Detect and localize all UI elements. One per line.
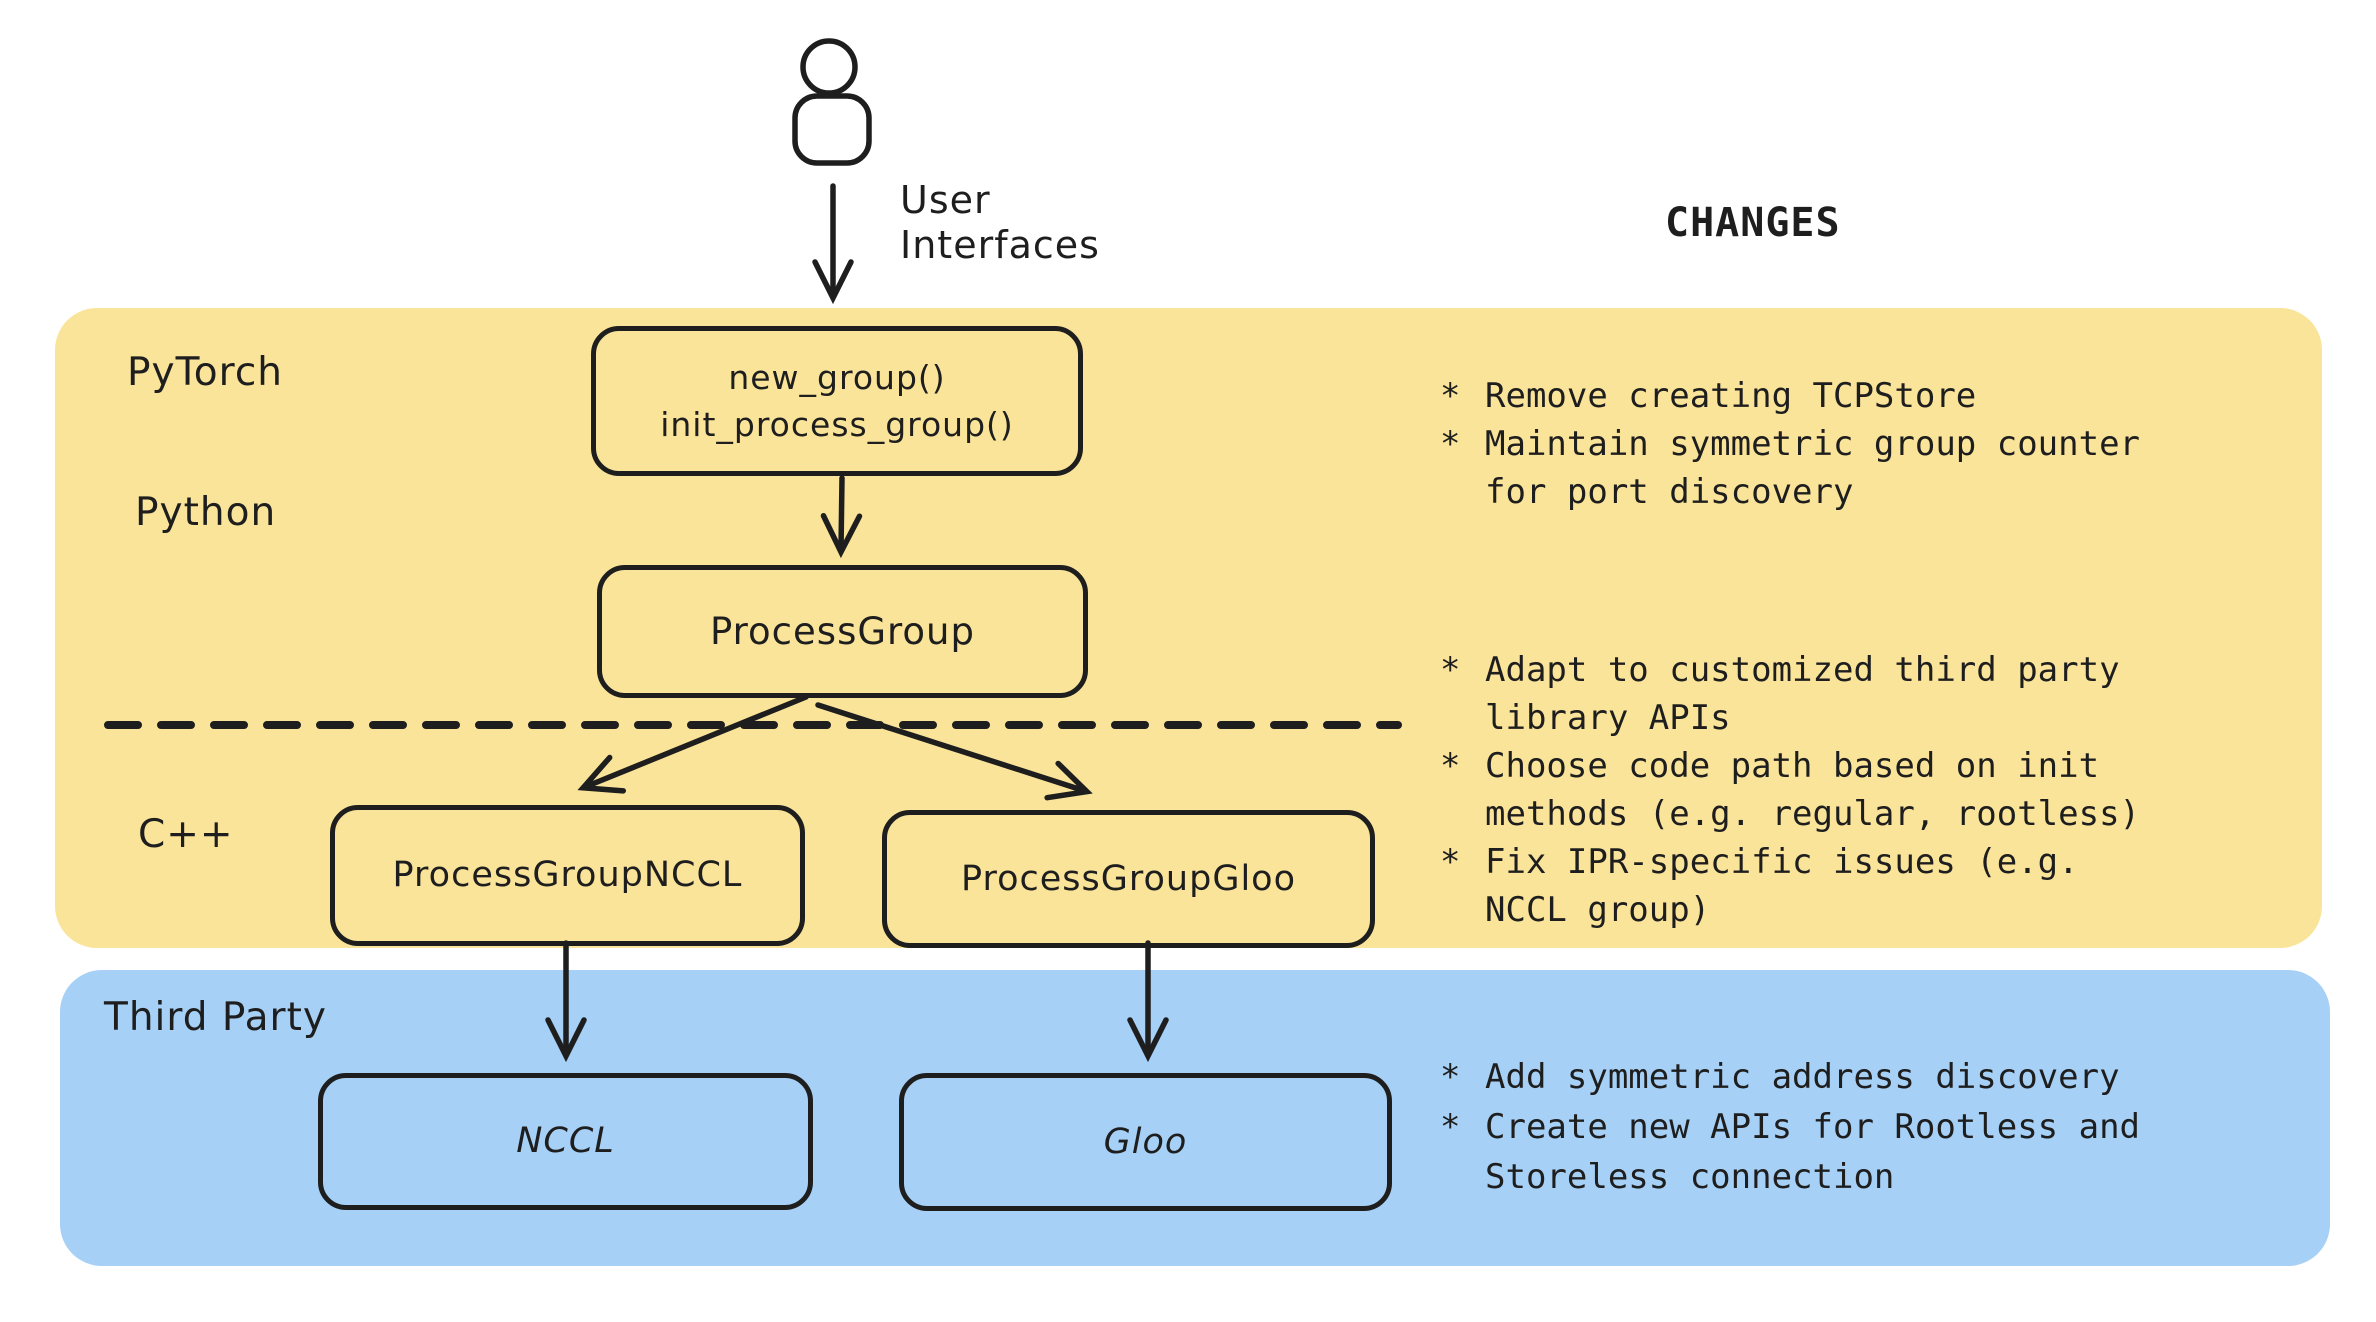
node-gloo: Gloo — [899, 1073, 1392, 1211]
node-process-group-gloo: ProcessGroupGloo — [882, 810, 1375, 948]
list-item: * Fix IPR-specific issues (e.g. NCCL gro… — [1440, 838, 2320, 934]
bullet-asterisk: * — [1440, 1107, 1461, 1147]
pytorch-region — [55, 308, 2322, 948]
changes-list-python: * Remove creating TCPStore * Maintain sy… — [1440, 372, 2320, 516]
change-item-text: Add symmetric address discovery — [1485, 1057, 2120, 1097]
changes-title: CHANGES — [1665, 200, 1841, 246]
user-icon-head — [800, 38, 858, 96]
list-item: * Add symmetric address discovery — [1440, 1052, 2320, 1102]
node-user-api: new_group() init_process_group() — [591, 326, 1083, 476]
bullet-asterisk: * — [1440, 1057, 1461, 1097]
user-icon — [792, 38, 872, 166]
bullet-asterisk: * — [1440, 650, 1461, 690]
change-item-text: Remove creating TCPStore — [1485, 376, 1977, 416]
change-item-text: Choose code path based on init methods (… — [1485, 746, 2141, 834]
change-item-text: Fix IPR-specific issues (e.g. NCCL group… — [1485, 842, 2079, 930]
layer-label-pytorch: PyTorch — [127, 350, 283, 395]
bullet-asterisk: * — [1440, 842, 1461, 882]
bullet-asterisk: * — [1440, 376, 1461, 416]
list-item: * Choose code path based on init methods… — [1440, 742, 2320, 838]
node-process-group-nccl: ProcessGroupNCCL — [330, 805, 805, 946]
third-party-region — [60, 970, 2330, 1266]
change-item-text: Create new APIs for Rootless and Storele… — [1485, 1107, 2141, 1197]
layer-label-cpp: C++ — [138, 812, 234, 857]
node-process-group: ProcessGroup — [597, 565, 1088, 698]
user-interfaces-label: User Interfaces — [900, 178, 1100, 267]
bullet-asterisk: * — [1440, 746, 1461, 786]
user-icon-body — [792, 93, 872, 166]
list-item: * Remove creating TCPStore — [1440, 372, 2320, 420]
node-nccl: NCCL — [318, 1073, 813, 1210]
layer-label-python: Python — [135, 490, 277, 535]
list-item: * Adapt to customized third party librar… — [1440, 646, 2320, 742]
bullet-asterisk: * — [1440, 424, 1461, 464]
change-item-text: Adapt to customized third party library … — [1485, 650, 2120, 738]
list-item: * Create new APIs for Rootless and Store… — [1440, 1102, 2320, 1202]
list-item: * Maintain symmetric group counter for p… — [1440, 420, 2320, 516]
change-item-text: Maintain symmetric group counter for por… — [1485, 424, 2141, 512]
changes-list-third-party: * Add symmetric address discovery * Crea… — [1440, 1052, 2320, 1202]
layer-label-third-party: Third Party — [104, 995, 327, 1040]
changes-list-cpp: * Adapt to customized third party librar… — [1440, 646, 2320, 934]
